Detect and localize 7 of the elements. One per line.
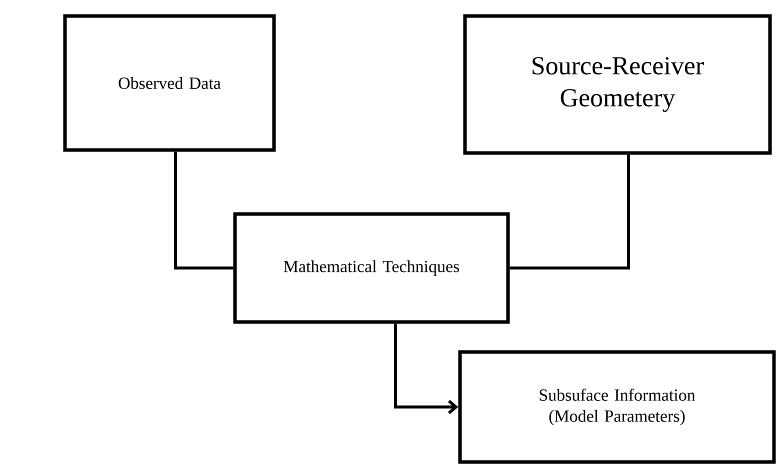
- process-box: Subsuface Information (Model Parameters): [458, 350, 776, 464]
- connector: [394, 324, 458, 414]
- connector: [510, 154, 630, 270]
- process-box: Observed Data: [63, 14, 276, 152]
- connector: [174, 152, 234, 270]
- process-box: Source-Receiver Geometery: [463, 14, 772, 155]
- process-box: Mathematical Techniques: [233, 212, 510, 324]
